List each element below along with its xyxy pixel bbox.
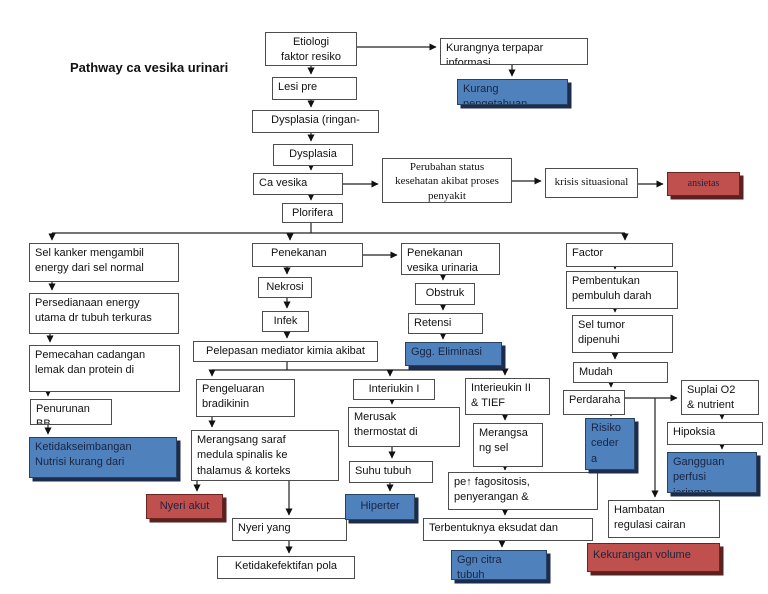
node-penekanan: Penekanan xyxy=(252,243,363,267)
node-kurangnya-terpapar-informasi: Kurangnya terpapar informasi xyxy=(440,38,588,65)
node-persediaan-energy: Persedianaan energy utama dr tubuh terku… xyxy=(29,293,179,334)
node-etiologi-faktor-resiko: Etiologi faktor resiko xyxy=(265,32,357,66)
node-pemecahan-cadangan: Pemecahan cadangan lemak dan protein di xyxy=(29,345,180,392)
node-penurunan-bb: Penurunan BB xyxy=(30,399,112,425)
node-dysplasia: Dysplasia xyxy=(273,144,353,166)
node-nekrosi: Nekrosi xyxy=(258,277,312,298)
node-perdarahan: Perdaraha xyxy=(563,390,625,415)
node-interieukin-2: Interieukin II & TIEF xyxy=(465,378,550,415)
node-hipoksia: Hipoksia xyxy=(667,422,763,445)
node-retensi: Retensi xyxy=(408,313,483,334)
node-suhu-tubuh: Suhu tubuh xyxy=(349,461,433,483)
node-merusak-thermostat: Merusak thermostat di xyxy=(348,407,460,447)
node-sel-tumor: Sel tumor dipenuhi xyxy=(572,315,673,353)
node-plorifera: Plorifera xyxy=(282,203,343,223)
node-suplai-o2: Suplai O2 & nutrient xyxy=(681,380,759,415)
node-merangsang-saraf: Merangsang saraf medula spinalis ke thal… xyxy=(191,430,339,481)
node-ansietas: ansietas xyxy=(667,172,740,196)
node-pelepasan-mediator: Pelepasan mediator kimia akibat xyxy=(193,341,378,362)
node-pengeluaran-bradikinin: Pengeluaran bradikinin xyxy=(196,379,295,417)
node-dysplasia-ringan: Dysplasia (ringan- xyxy=(252,110,379,133)
node-mudah: Mudah xyxy=(573,362,668,383)
node-kekurangan-volume: Kekurangan volume xyxy=(587,543,720,572)
node-penekanan-vesika: Penekanan vesika urinaria xyxy=(401,243,500,275)
node-fagositosis: pe↑ fagositosis, penyerangan & xyxy=(448,472,598,510)
node-obstruk: Obstruk xyxy=(415,283,475,305)
node-sel-kanker: Sel kanker mengambil energy dari sel nor… xyxy=(29,243,179,282)
node-pembentukan-pembuluh: Pembentukan pembuluh darah xyxy=(566,271,678,309)
diagram-title: Pathway ca vesika urinari xyxy=(70,60,229,75)
node-gangguan-perfusi: Gangguan perfusi jaringan xyxy=(667,452,757,493)
node-lesi-pre: Lesi pre xyxy=(272,77,357,100)
node-infek: Infek xyxy=(262,311,309,332)
node-factor: Factor xyxy=(566,243,673,267)
node-ketidakseimbangan-nutrisi: Ketidakseimbangan Nutrisi kurang dari xyxy=(29,437,177,478)
node-ggg-eliminasi: Ggg. Eliminasi xyxy=(405,342,502,366)
node-ketidakefektifan-pola: Ketidakefektifan pola xyxy=(217,556,355,579)
node-risiko-cedera: Risiko ceder a xyxy=(585,418,635,470)
node-ggn-citra-tubuh: Ggn citra tubuh xyxy=(451,550,547,580)
node-kurang-pengetahuan: Kurang pengetahuan xyxy=(457,79,568,105)
node-perubahan-status: Perubahan status kesehatan akibat proses… xyxy=(382,158,512,203)
node-interiukin-1: Interiukin I xyxy=(353,379,435,400)
node-hipertermi: Hiperter xyxy=(345,494,415,520)
node-hambatan-regulasi: Hambatan regulasi cairan xyxy=(608,500,720,538)
node-merangsang-sel: Merangsa ng sel xyxy=(473,423,543,467)
node-ca-vesika: Ca vesika xyxy=(253,173,343,195)
node-terbentuknya-eksudat: Terbentuknya eksudat dan xyxy=(423,518,593,541)
node-krisis-situasional: krisis situasional xyxy=(545,168,638,198)
node-nyeri-akut: Nyeri akut xyxy=(146,494,223,519)
node-nyeri-yang: Nyeri yang xyxy=(232,518,347,541)
